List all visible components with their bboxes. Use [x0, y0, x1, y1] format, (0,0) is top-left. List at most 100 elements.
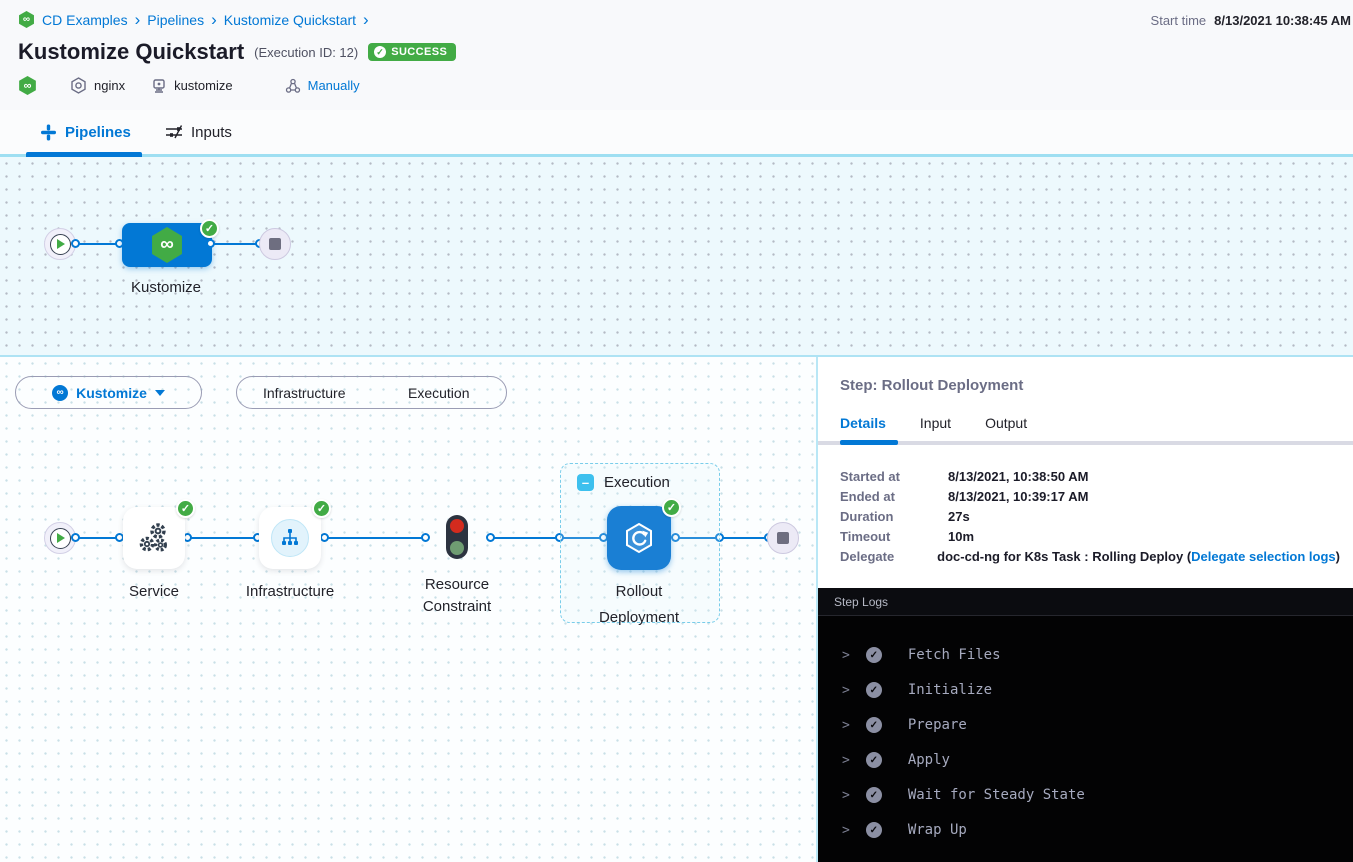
connector-dot: [71, 533, 80, 542]
log-row-apply[interactable]: > ✓ Apply: [818, 748, 1353, 772]
nav-tab-bar: Pipelines Inputs: [0, 110, 1353, 157]
harness-logo-icon: ∞: [19, 11, 34, 28]
connector-dot: [671, 533, 680, 542]
gears-icon: [139, 523, 168, 552]
detail-value: 8/13/2021, 10:39:17 AM: [948, 489, 1089, 504]
step-logs-header: Step Logs: [818, 588, 1353, 616]
stage-node-kustomize[interactable]: ∞: [122, 223, 212, 267]
trigger-tag-manually[interactable]: Manually: [307, 78, 360, 93]
detail-row-timeout: Timeout 10m: [840, 529, 1340, 549]
connector-dot: [555, 533, 564, 542]
log-row-wait-for-steady-state[interactable]: > ✓ Wait for Steady State: [818, 783, 1353, 807]
step-panel-tabs: Details Input Output: [840, 415, 1027, 431]
step-logs-title: Step Logs: [834, 594, 889, 609]
detail-label: Duration: [840, 509, 894, 524]
step-node-label-service: Service: [128, 583, 180, 600]
step-node-label-resource-constraint: Resource Constraint: [422, 576, 492, 615]
active-tab-underline: [26, 152, 142, 157]
breadcrumb-separator: ›: [363, 9, 369, 29]
connector-line: [75, 537, 121, 539]
check-icon: ✓: [374, 46, 387, 58]
chevron-right-icon[interactable]: >: [842, 647, 850, 663]
chevron-right-icon[interactable]: >: [842, 752, 850, 768]
log-label: Wait for Steady State: [907, 787, 1085, 803]
step-node-infrastructure[interactable]: [259, 507, 321, 569]
start-time-value: 8/13/2021 10:38:45 AM: [1214, 13, 1351, 28]
check-circle-icon: ✓: [865, 822, 882, 838]
execution-id: (Execution ID: 12): [254, 44, 359, 60]
delegate-value: doc-cd-ng for K8s Task : Rolling Deploy …: [937, 549, 1192, 564]
delegate-selection-logs-link[interactable]: Delegate selection logs: [1191, 549, 1336, 564]
view-toggle: Infrastructure Execution: [236, 376, 507, 409]
pipeline-canvas: ∞ ✓ Kustomize: [0, 157, 1353, 355]
step-panel-title: Step: Rollout Deployment: [840, 377, 1024, 394]
detail-value: 8/13/2021, 10:38:50 AM: [948, 469, 1089, 484]
collapse-icon[interactable]: –: [577, 474, 594, 491]
detail-label: Delegate: [840, 549, 895, 564]
connector-line: [490, 537, 605, 539]
toggle-infrastructure[interactable]: Infrastructure: [263, 384, 346, 401]
breadcrumb-kustomize-quickstart[interactable]: Kustomize Quickstart: [223, 11, 357, 28]
step-logs-area: > ✓ Fetch Files > ✓ Initialize > ✓ Prepa…: [818, 616, 1353, 862]
detail-row-duration: Duration 27s: [840, 509, 1340, 529]
success-check-icon: ✓: [200, 219, 219, 238]
chevron-down-icon: [154, 389, 165, 396]
chevron-right-icon[interactable]: >: [842, 717, 850, 733]
tabbar-border: [0, 154, 1353, 157]
step-node-resource-constraint[interactable]: [446, 515, 468, 559]
stage-end-icon: [767, 522, 799, 554]
tab-input[interactable]: Input: [919, 415, 952, 431]
step-node-service[interactable]: [123, 507, 185, 569]
check-circle-icon: ✓: [865, 787, 882, 803]
tab-details[interactable]: Details: [840, 415, 886, 431]
detail-label: Ended at: [840, 489, 895, 504]
environment-tag: kustomize: [174, 78, 233, 93]
harness-logo-icon: ∞: [19, 76, 36, 95]
stage-canvas: ∞ Kustomize Infrastructure Execution: [0, 357, 816, 862]
pipeline-end-icon: [259, 228, 291, 260]
log-label: Wrap Up: [907, 822, 967, 838]
step-node-rollout-deployment[interactable]: [607, 506, 671, 570]
connector-line: [75, 243, 121, 245]
traffic-light-green: [450, 541, 464, 555]
rollout-icon: [626, 522, 652, 554]
log-row-prepare[interactable]: > ✓ Prepare: [818, 713, 1353, 737]
success-check-icon: ✓: [662, 498, 681, 517]
breadcrumb-separator: ›: [134, 9, 141, 29]
check-circle-icon: ✓: [865, 752, 882, 768]
chevron-right-icon[interactable]: >: [842, 787, 850, 803]
active-tab-underline: [840, 440, 898, 445]
tab-output[interactable]: Output: [985, 415, 1028, 431]
stage-node-label: Kustomize: [130, 279, 202, 296]
step-node-label-rollout-deployment: Rollout Deployment: [598, 583, 680, 626]
status-badge-label: SUCCESS: [391, 46, 448, 58]
toggle-execution[interactable]: Execution: [408, 384, 470, 401]
tab-pipelines[interactable]: Pipelines: [40, 110, 131, 154]
log-row-wrap-up[interactable]: > ✓ Wrap Up: [818, 818, 1353, 842]
tab-pipelines-label: Pipelines: [65, 123, 131, 141]
connector-dot: [421, 533, 430, 542]
start-time: Start time 8/13/2021 10:38:45 AM: [1151, 13, 1351, 28]
tab-inputs-label: Inputs: [191, 123, 232, 141]
chevron-right-icon[interactable]: >: [842, 822, 850, 838]
pipelines-icon: [40, 124, 57, 141]
harness-logo-icon: ∞: [52, 384, 69, 401]
delegate-value-suffix: ): [1335, 549, 1340, 564]
pipeline-start-icon: [44, 228, 76, 260]
log-row-initialize[interactable]: > ✓ Initialize: [818, 678, 1353, 702]
check-circle-icon: ✓: [865, 647, 882, 663]
detail-label: Started at: [840, 469, 900, 484]
tab-inputs[interactable]: Inputs: [165, 110, 232, 154]
log-row-fetch-files[interactable]: > ✓ Fetch Files: [818, 643, 1353, 667]
log-label: Fetch Files: [907, 647, 1001, 663]
breadcrumb-cd-examples[interactable]: CD Examples: [42, 11, 128, 28]
breadcrumb-pipelines[interactable]: Pipelines: [147, 11, 205, 28]
step-details-panel: Step: Rollout Deployment Details Input O…: [816, 357, 1353, 862]
page-title: Kustomize Quickstart: [18, 39, 245, 64]
chevron-right-icon[interactable]: >: [842, 682, 850, 698]
detail-label: Timeout: [840, 529, 891, 544]
connector-dot: [320, 533, 329, 542]
detail-row-ended-at: Ended at 8/13/2021, 10:39:17 AM: [840, 489, 1340, 509]
stage-selector-label: Kustomize: [76, 384, 147, 401]
stage-selector-dropdown[interactable]: ∞ Kustomize: [15, 376, 202, 409]
